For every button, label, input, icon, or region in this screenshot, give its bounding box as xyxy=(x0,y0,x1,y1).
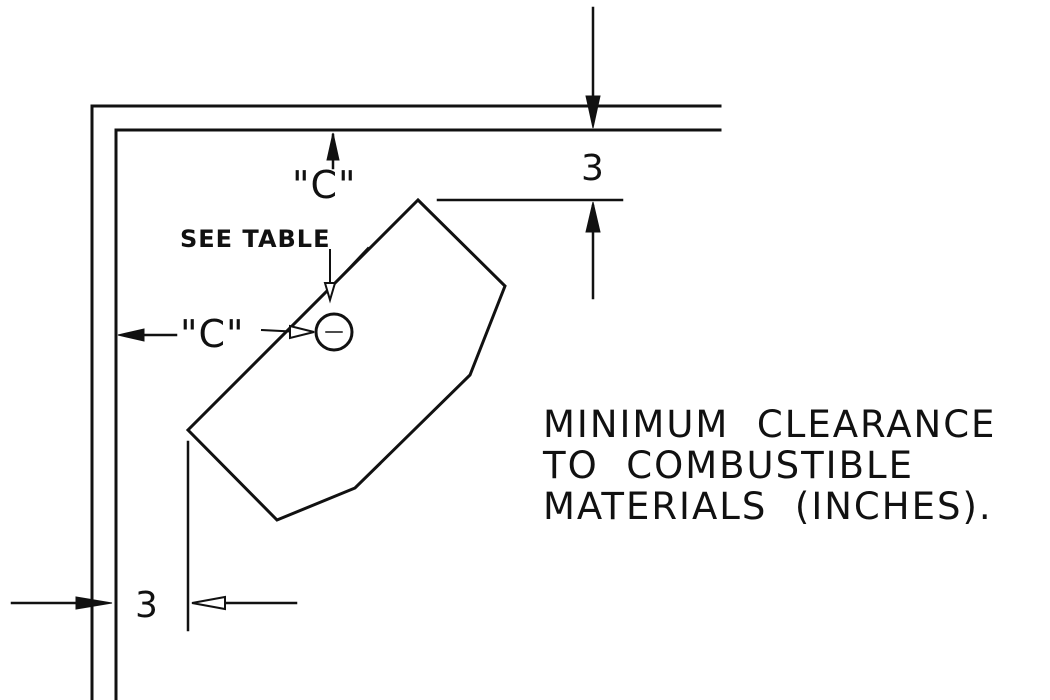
outer-wall xyxy=(90,104,722,700)
top-c-arrow xyxy=(326,132,340,161)
inner-wall xyxy=(114,128,722,700)
caption-line-1: MINIMUM CLEARANCE xyxy=(543,403,996,446)
appliance-outline xyxy=(185,197,507,522)
clearance-left-label: "C" xyxy=(180,312,245,356)
left-c-arrow xyxy=(117,328,145,342)
flue-circle xyxy=(314,312,354,352)
clearance-top-label: "C" xyxy=(292,163,357,207)
top-dim-arrow-down xyxy=(585,95,601,129)
see-table-diagonal xyxy=(332,246,370,286)
caption-line-2: TO COMBUSTIBLE xyxy=(542,444,914,487)
bottom-dim-arrow-left xyxy=(75,596,113,610)
caption-line-3: MATERIALS (INCHES). xyxy=(543,485,993,528)
bottom-dimension-value: 3 xyxy=(135,585,158,626)
top-dimension-value: 3 xyxy=(581,148,604,189)
left-c-flue-arrow xyxy=(289,324,315,340)
see-table-arrow xyxy=(323,282,337,304)
top-dim-arrow-up xyxy=(585,201,601,233)
see-table-label: SEE TABLE xyxy=(180,225,331,253)
bottom-dim-arrow-right xyxy=(191,595,226,611)
